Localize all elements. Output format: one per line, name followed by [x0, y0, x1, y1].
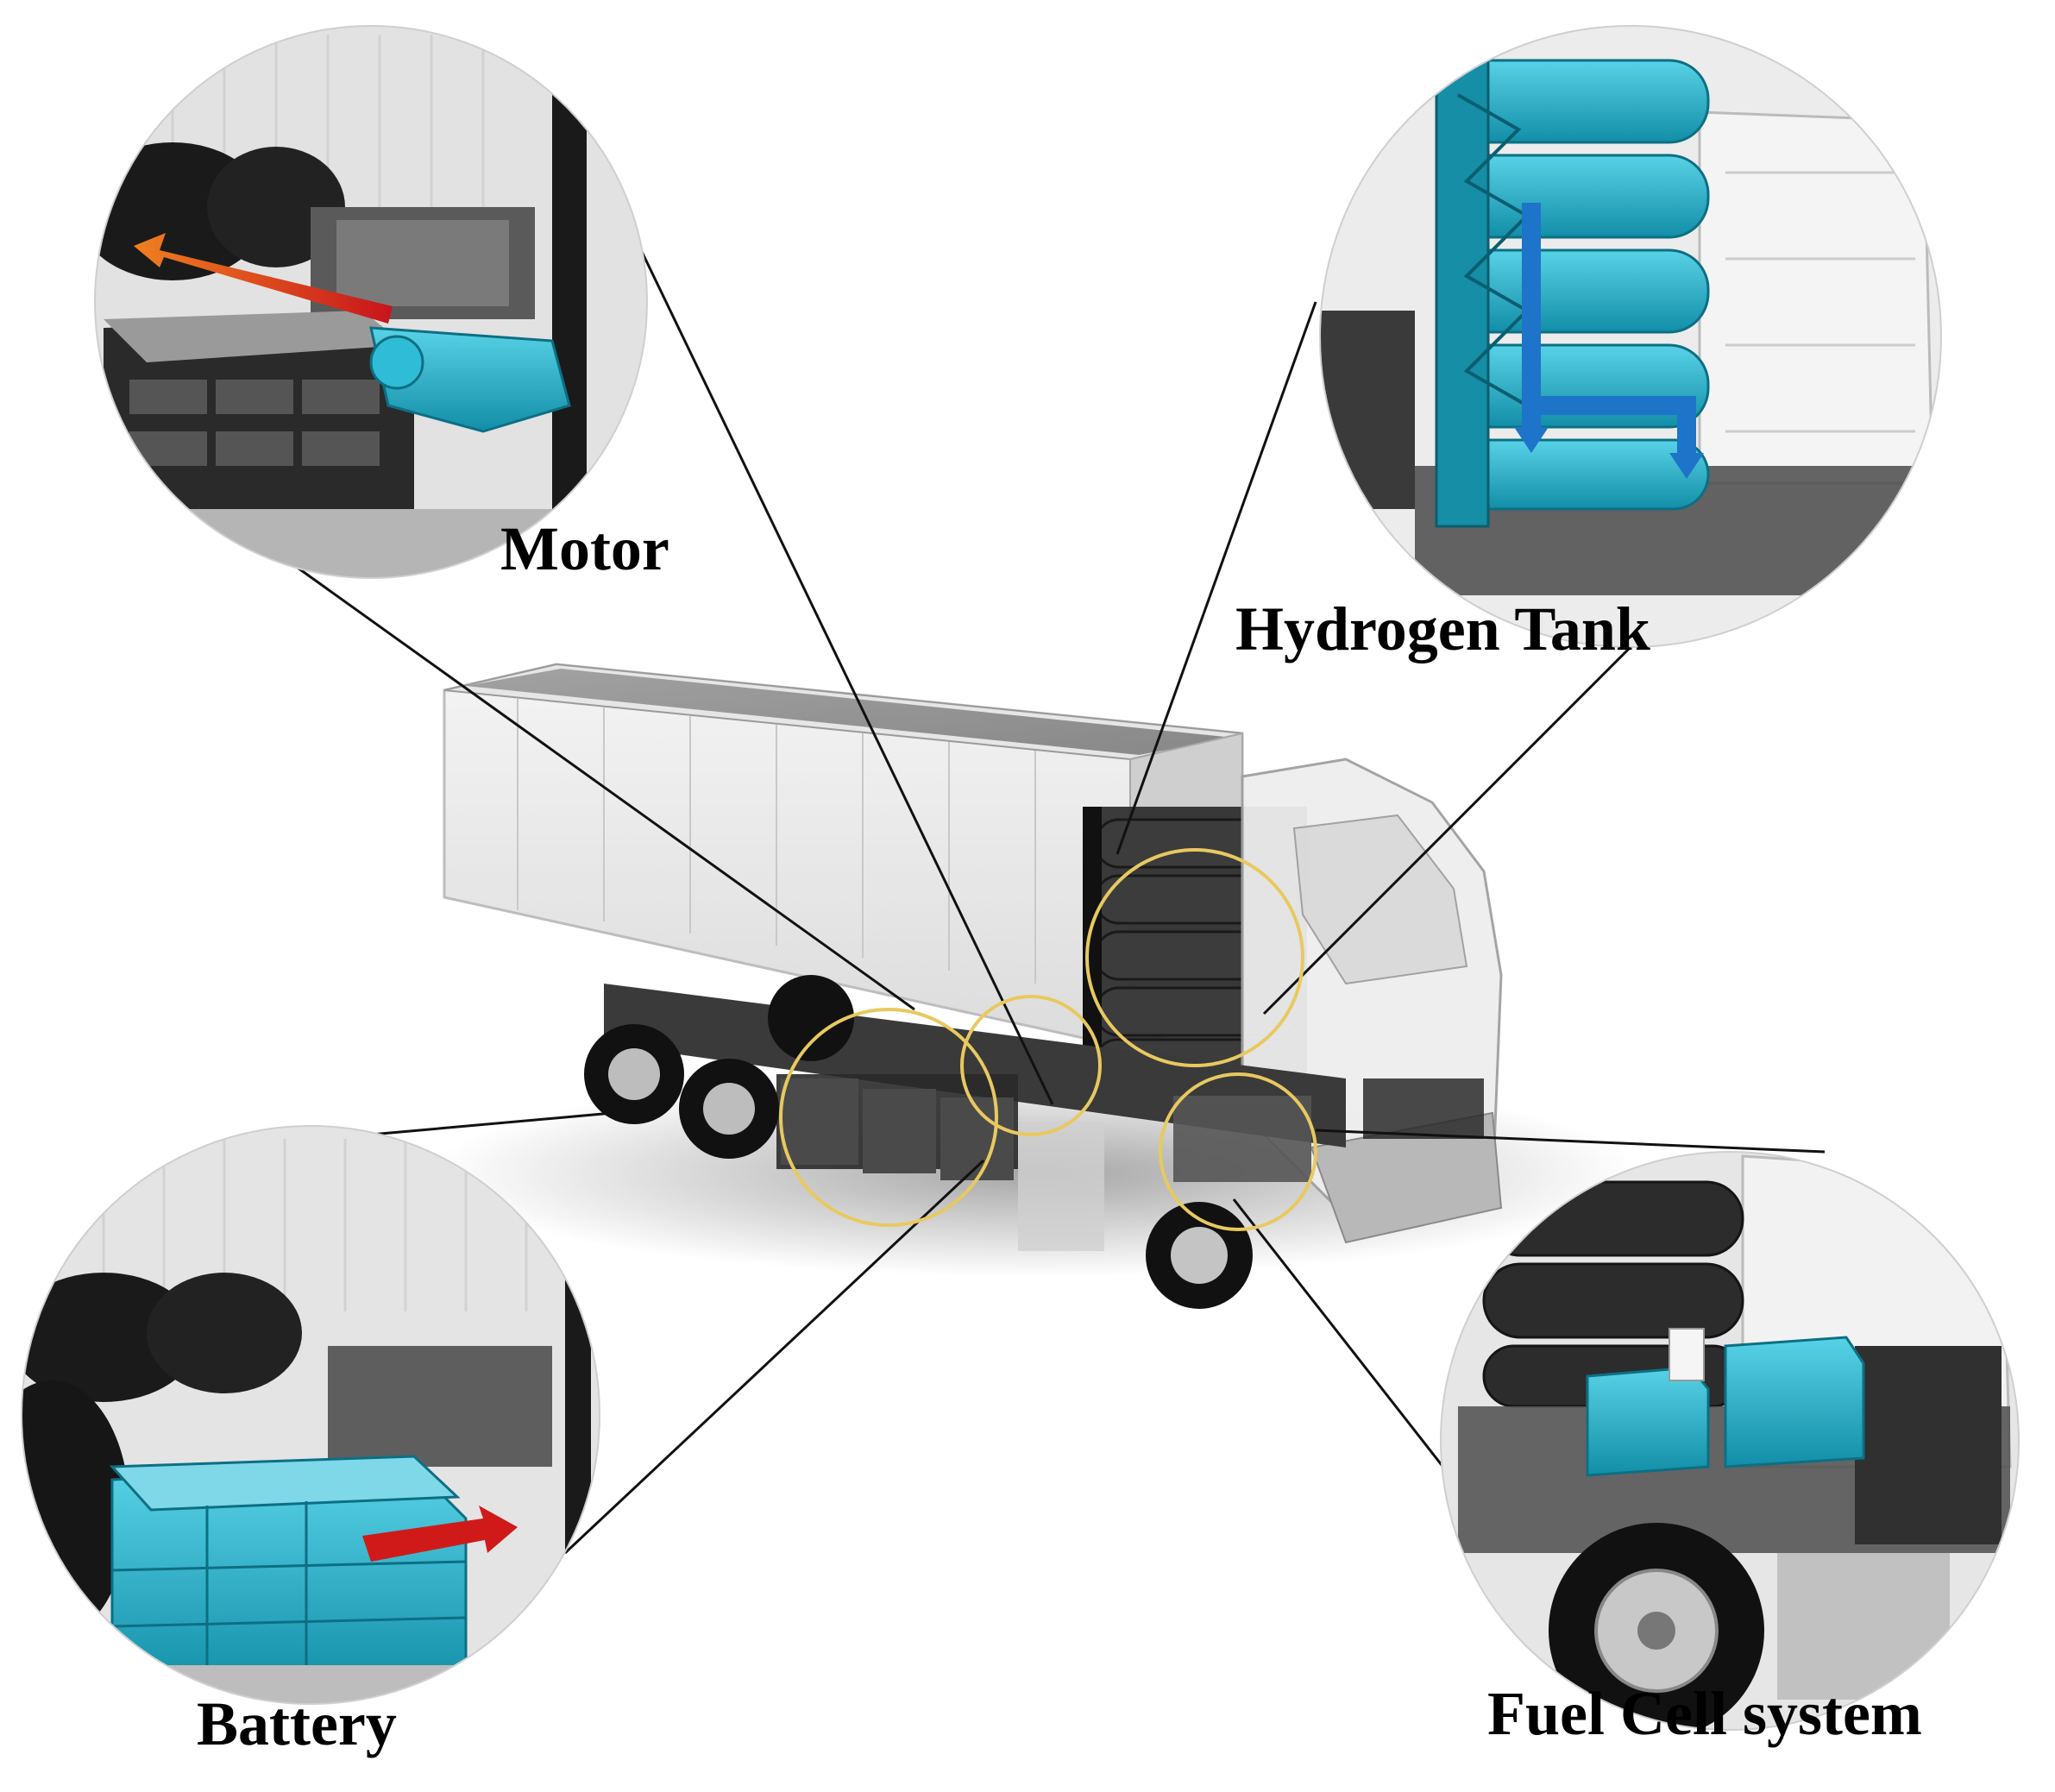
label-battery: Battery — [197, 1689, 397, 1758]
fuel-cell-inset — [1440, 1151, 2020, 1731]
leader-lines — [215, 163, 1826, 1597]
highlight-circles — [779, 848, 1317, 1231]
motor-inset — [94, 25, 648, 579]
highlight-circle-battery — [779, 1008, 998, 1227]
highlight-circle-hydrogen — [1085, 848, 1304, 1067]
hydrogen-tank-inset — [1319, 25, 1942, 648]
label-fuel-cell-system: Fuel Cell system — [1487, 1679, 1922, 1748]
battery-inset — [21, 1125, 600, 1705]
label-motor: Motor — [500, 514, 669, 583]
truck-illustration — [431, 663, 1639, 1309]
label-hydrogen-tank: Hydrogen Tank — [1235, 594, 1650, 663]
truck-wheels — [584, 975, 1253, 1309]
highlight-circle-fuelcell — [1159, 1072, 1317, 1231]
highlight-circle-motor — [960, 995, 1102, 1136]
